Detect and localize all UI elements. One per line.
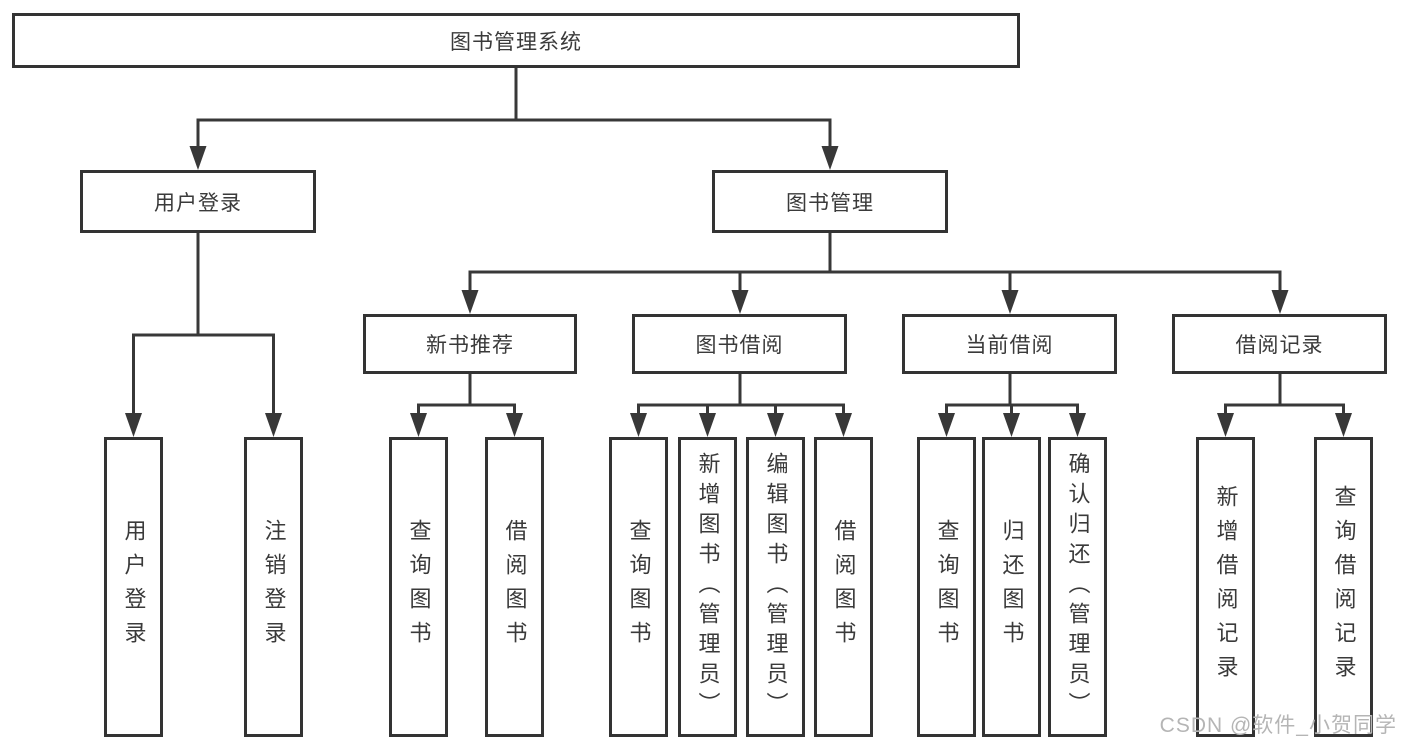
leaf-bb-add-books-admin: 新增图书（管理员） — [678, 437, 737, 737]
leaf-logout-label: 注销登录 — [261, 519, 287, 655]
leaf-bb-add-books-admin-label: 新增图书（管理员） — [695, 452, 721, 722]
node-root: 图书管理系统 — [12, 13, 1020, 68]
leaf-cb-return-books: 归还图书 — [982, 437, 1041, 737]
leaf-br-query-record-label: 查询借阅记录 — [1331, 485, 1357, 689]
leaf-cb-confirm-return-admin-label: 确认归还（管理员） — [1065, 452, 1091, 722]
watermark: CSDN @软件_小贺同学 — [1159, 714, 1397, 737]
leaf-user-login-label: 用户登录 — [121, 519, 147, 655]
node-book-borrow: 图书借阅 — [632, 314, 847, 374]
leaf-cb-query-books: 查询图书 — [917, 437, 976, 737]
leaf-logout: 注销登录 — [244, 437, 303, 737]
leaf-br-query-record: 查询借阅记录 — [1314, 437, 1373, 737]
arrowhead-icons — [125, 146, 1352, 437]
leaf-bb-borrow-books-label: 借阅图书 — [831, 519, 857, 655]
leaf-cb-query-books-label: 查询图书 — [934, 519, 960, 655]
leaf-nb-query-books: 查询图书 — [389, 437, 448, 737]
leaf-bb-query-books-label: 查询图书 — [626, 519, 652, 655]
leaf-nb-query-books-label: 查询图书 — [406, 519, 432, 655]
leaf-nb-borrow-books-label: 借阅图书 — [502, 519, 528, 655]
leaf-cb-return-books-label: 归还图书 — [999, 519, 1025, 655]
leaf-user-login: 用户登录 — [104, 437, 163, 737]
node-book-management: 图书管理 — [712, 170, 948, 233]
node-user-login: 用户登录 — [80, 170, 316, 233]
leaf-br-add-record: 新增借阅记录 — [1196, 437, 1255, 737]
leaf-nb-borrow-books: 借阅图书 — [485, 437, 544, 737]
node-current-borrow: 当前借阅 — [902, 314, 1117, 374]
leaf-bb-borrow-books: 借阅图书 — [814, 437, 873, 737]
node-borrow-records: 借阅记录 — [1172, 314, 1387, 374]
leaf-bb-query-books: 查询图书 — [609, 437, 668, 737]
leaf-br-add-record-label: 新增借阅记录 — [1213, 485, 1239, 689]
node-new-book-recommend: 新书推荐 — [363, 314, 577, 374]
leaf-cb-confirm-return-admin: 确认归还（管理员） — [1048, 437, 1107, 737]
leaf-bb-edit-books-admin: 编辑图书（管理员） — [746, 437, 805, 737]
leaf-bb-edit-books-admin-label: 编辑图书（管理员） — [763, 452, 789, 722]
